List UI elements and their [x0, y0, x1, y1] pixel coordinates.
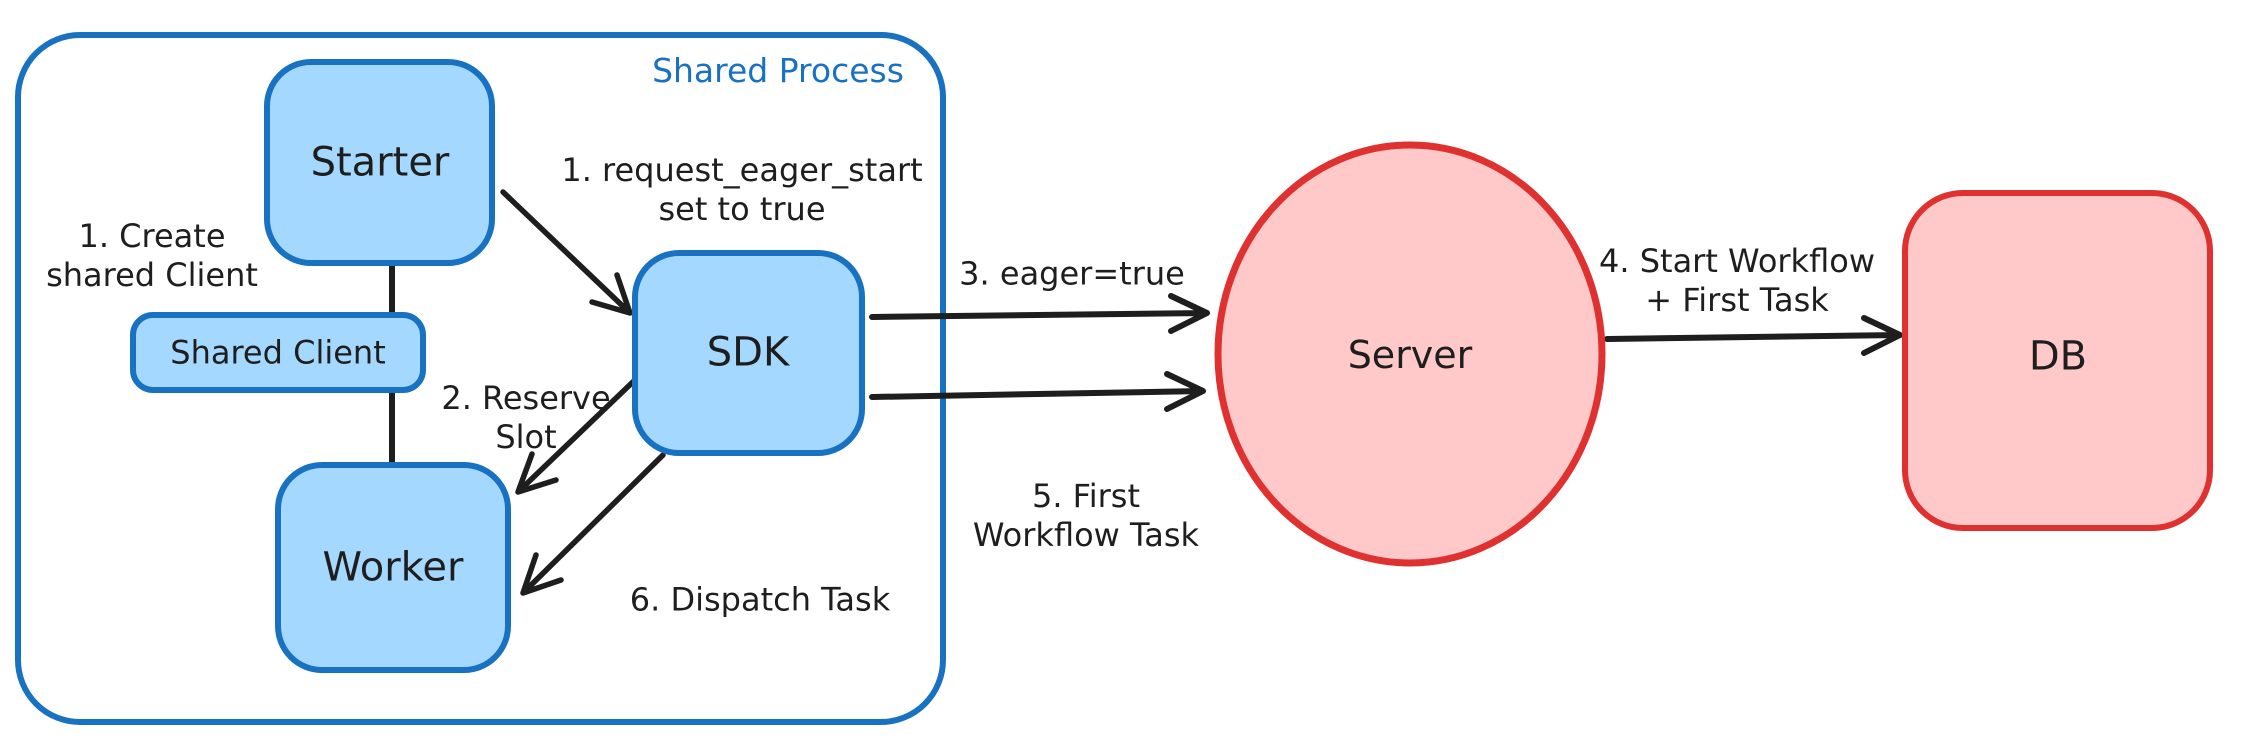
annotation-first-workflow-task-line1: 5. First: [1031, 476, 1141, 515]
annotation-start-workflow-line1: 4. Start Workflow: [1599, 241, 1875, 280]
arrow-sdk-to-server-first-task: [869, 371, 1206, 412]
sdk-node-label: SDK: [706, 329, 790, 376]
annotation-reserve-slot: 2. Reserve Slot: [441, 379, 610, 457]
annotation-dispatch-task: 6. Dispatch Task: [629, 580, 891, 619]
server-node-label: Server: [1347, 332, 1473, 377]
annotation-create-shared-client-line2: shared Client: [46, 256, 258, 294]
db-node-box: [1902, 190, 2213, 531]
annotation-create-shared-client: 1. Create shared Client: [46, 217, 258, 295]
annotation-first-workflow-task-line2: Workflow Task: [972, 516, 1200, 554]
db-node-label: DB: [2028, 333, 2088, 380]
annotation-create-shared-client-line1: 1. Create: [78, 216, 226, 255]
arrow-sdk-to-server-eager: [869, 293, 1210, 334]
arrow-sdk-reserve-slot: [515, 375, 640, 495]
shared-client-node-box: [130, 312, 426, 393]
annotation-request-eager-start-line1: 1. request_eager_start: [561, 150, 923, 189]
shared-process-container-box: [15, 32, 946, 725]
worker-node-label: Worker: [322, 544, 464, 591]
shared-process-title: Shared Process: [652, 50, 904, 90]
annotation-first-workflow-task: 5. First Workflow Task: [973, 477, 1199, 555]
annotation-request-eager-start-line2: set to true: [658, 190, 826, 228]
starter-node-box: [264, 59, 495, 266]
sdk-node-box: [632, 250, 865, 456]
annotation-start-workflow-line2: + First Task: [1645, 281, 1829, 319]
starter-node-label: Starter: [310, 139, 450, 186]
annotation-reserve-slot-line1: 2. Reserve: [441, 378, 611, 417]
shared-client-node-label: Shared Client: [170, 333, 386, 372]
annotation-start-workflow: 4. Start Workflow + First Task: [1599, 242, 1875, 320]
annotation-eager-true: 3. eager=true: [959, 254, 1185, 293]
annotation-reserve-slot-line2: Slot: [495, 418, 557, 456]
arrow-server-to-db: [1604, 315, 1903, 356]
annotation-request-eager-start: 1. request_eager_start set to true: [561, 151, 922, 229]
arrow-starter-to-sdk: [500, 189, 633, 316]
arrow-sdk-dispatch-task: [520, 452, 666, 596]
server-node-ellipse: [1214, 141, 1606, 567]
worker-node-box: [275, 462, 511, 673]
